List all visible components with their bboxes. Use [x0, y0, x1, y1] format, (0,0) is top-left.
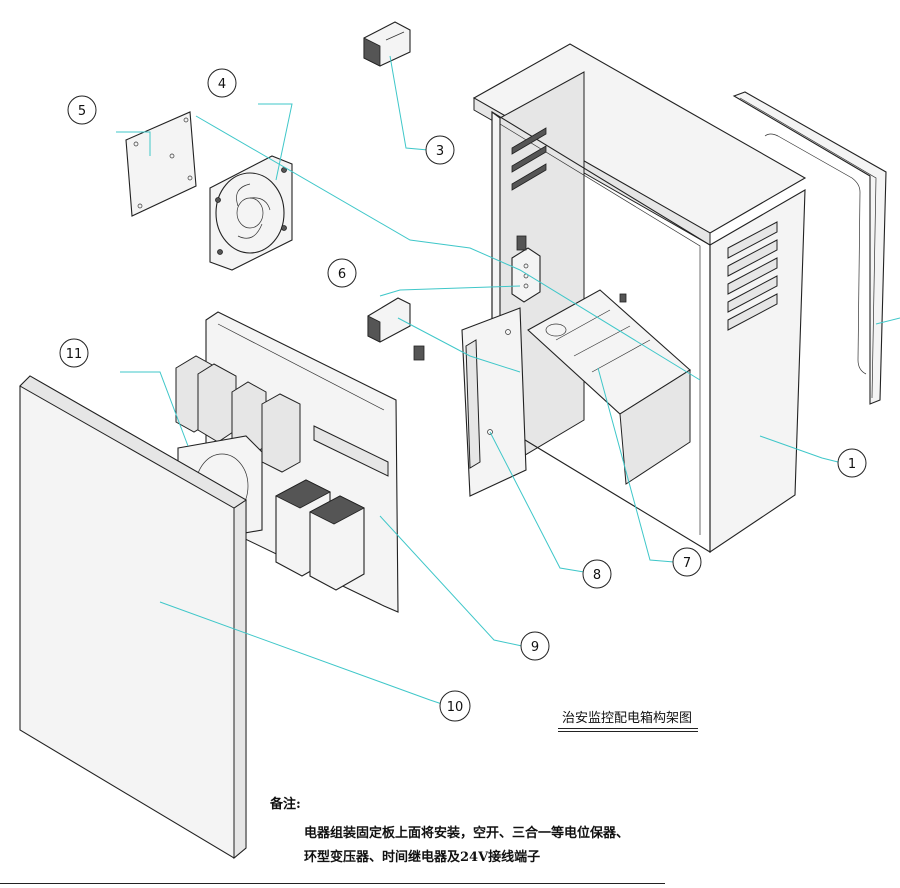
svg-text:11: 11 — [66, 347, 83, 362]
svg-text:6: 6 — [338, 267, 346, 282]
callout-7: 7 — [672, 547, 702, 577]
component-board — [175, 311, 399, 613]
title-underline — [558, 728, 698, 732]
callout-9: 9 — [520, 631, 550, 661]
mounting-bracket — [461, 307, 527, 497]
notes-label: 备注: — [270, 797, 301, 812]
svg-text:3: 3 — [436, 144, 444, 159]
door-seal — [732, 91, 887, 405]
relay-block-mid — [367, 297, 425, 361]
cabinet-vents — [727, 221, 778, 331]
callout-5: 5 — [67, 95, 97, 125]
svg-text:10: 10 — [447, 700, 464, 715]
callout-2-label: 2 — [893, 310, 894, 311]
callout-8: 8 — [582, 559, 612, 589]
svg-text:9: 9 — [531, 640, 539, 655]
note-line: 电器组装固定板上面将安装，空开、三合一等电位保器、 — [304, 826, 630, 841]
front-door — [19, 375, 247, 860]
callouts: 1 3 4 5 6 7 8 9 10 11 — [59, 68, 867, 722]
leader-lines — [116, 55, 900, 705]
cooling-fan — [209, 155, 293, 271]
callout-6: 6 — [327, 258, 357, 288]
callout-1: 1 — [837, 448, 867, 478]
callout-11: 11 — [59, 338, 89, 368]
terminal-strip — [511, 235, 541, 303]
callout-10: 10 — [439, 690, 471, 722]
callout-3: 3 — [425, 135, 455, 165]
svg-text:7: 7 — [683, 556, 691, 571]
svg-text:8: 8 — [593, 568, 601, 583]
cabinet-body — [472, 43, 807, 554]
svg-text:4: 4 — [218, 77, 226, 92]
diagram-title: 治安监控配电箱构架图 — [562, 711, 693, 726]
note-line: 环型变压器、时间继电器及24V接线端子 — [304, 850, 541, 865]
relay-block-top — [363, 21, 411, 67]
bottom-rule — [0, 883, 665, 884]
fan-cover-plate — [125, 111, 197, 217]
svg-text:1: 1 — [848, 457, 856, 472]
svg-text:5: 5 — [78, 104, 86, 119]
callout-4: 4 — [207, 68, 237, 98]
